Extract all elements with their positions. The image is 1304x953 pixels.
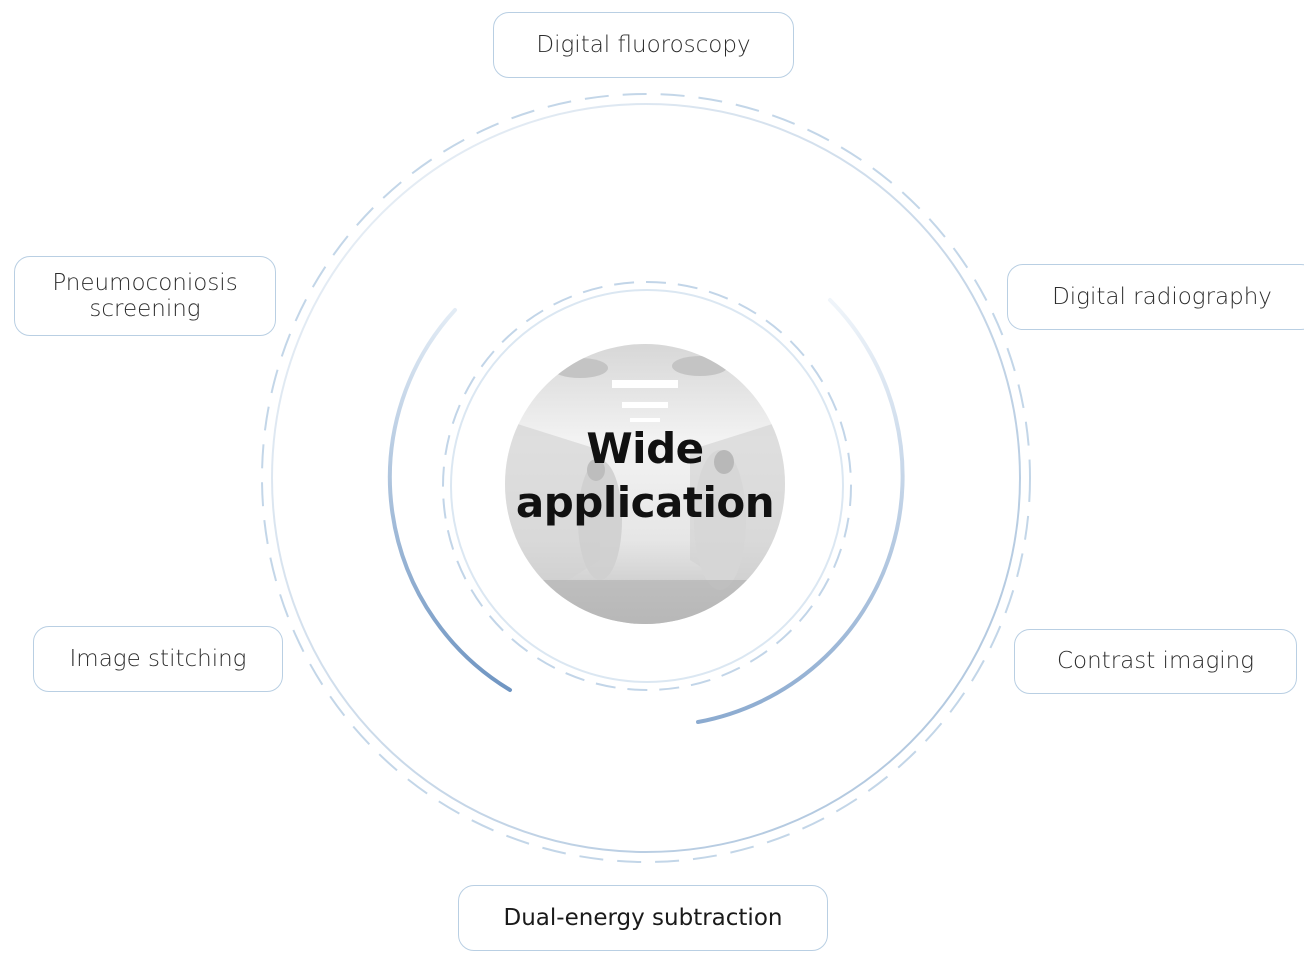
- center-title: Wide application: [515, 424, 775, 527]
- node-pneumoconiosis-screening: Pneumoconiosis screening: [14, 256, 276, 336]
- inner-dashed-ring: [442, 281, 852, 691]
- accent-arc-right: [696, 298, 905, 724]
- inner-solid-ring: [450, 289, 844, 683]
- outer-solid-ring: [271, 103, 1021, 853]
- node-digital-radiography: Digital radiography: [1007, 264, 1304, 330]
- node-image-stitching: Image stitching: [33, 626, 283, 692]
- accent-arc-left: [387, 308, 512, 692]
- node-dual-energy-subtraction: Dual-energy subtraction: [458, 885, 828, 951]
- node-digital-fluoroscopy: Digital fluoroscopy: [493, 12, 794, 78]
- outer-dashed-ring: [261, 93, 1031, 863]
- node-contrast-imaging: Contrast imaging: [1014, 629, 1297, 694]
